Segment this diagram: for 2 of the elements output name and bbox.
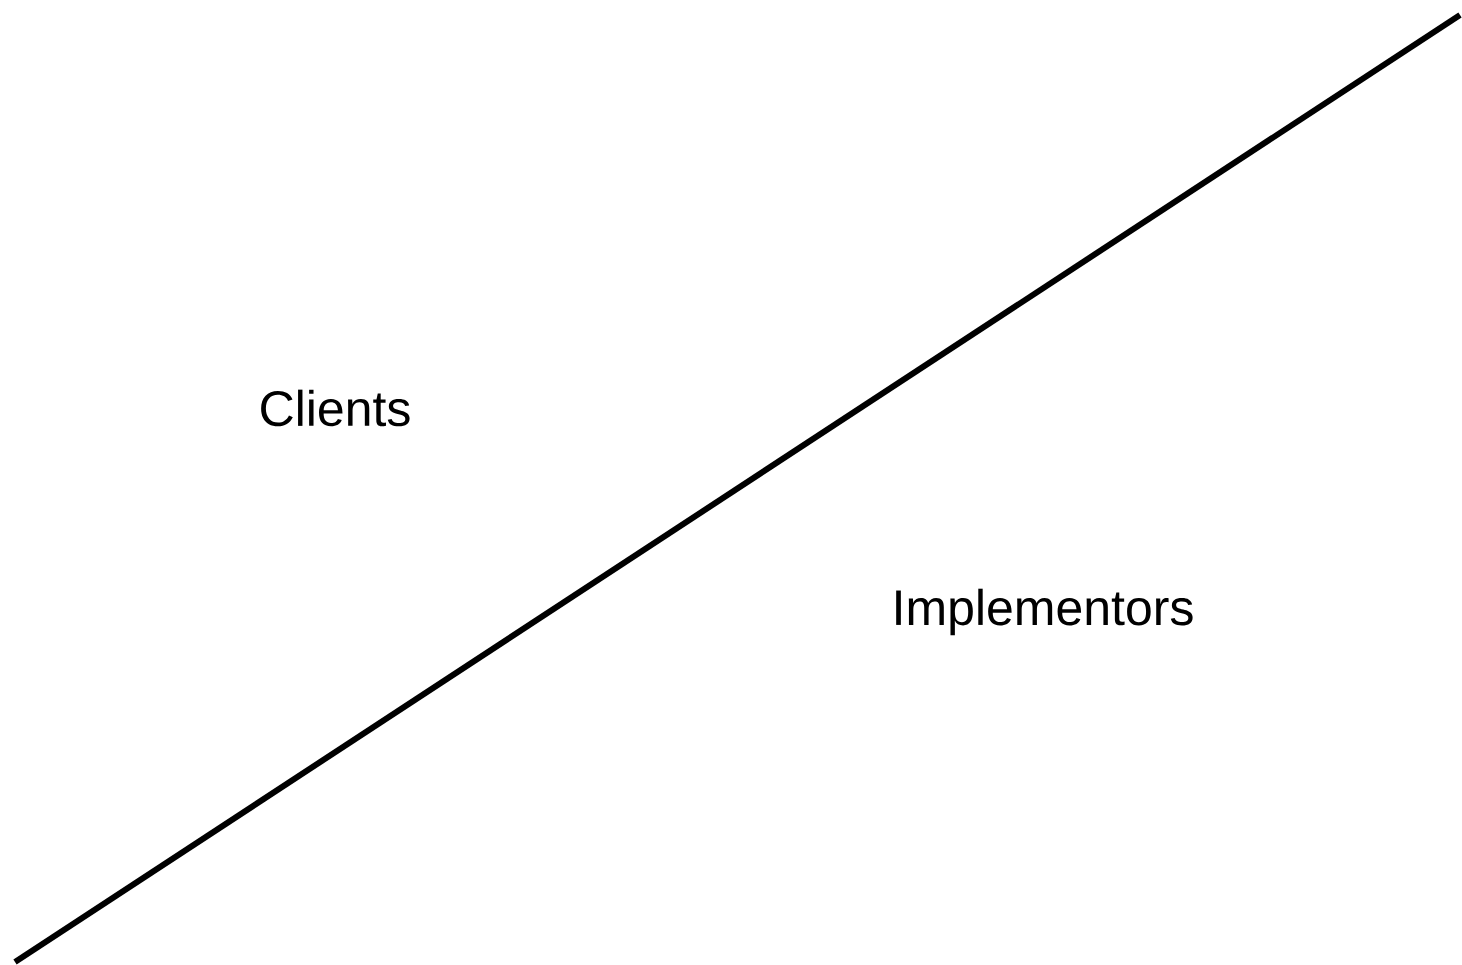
region-label: Clients — [261, 389, 410, 427]
region-label: Implementors — [896, 588, 1193, 636]
